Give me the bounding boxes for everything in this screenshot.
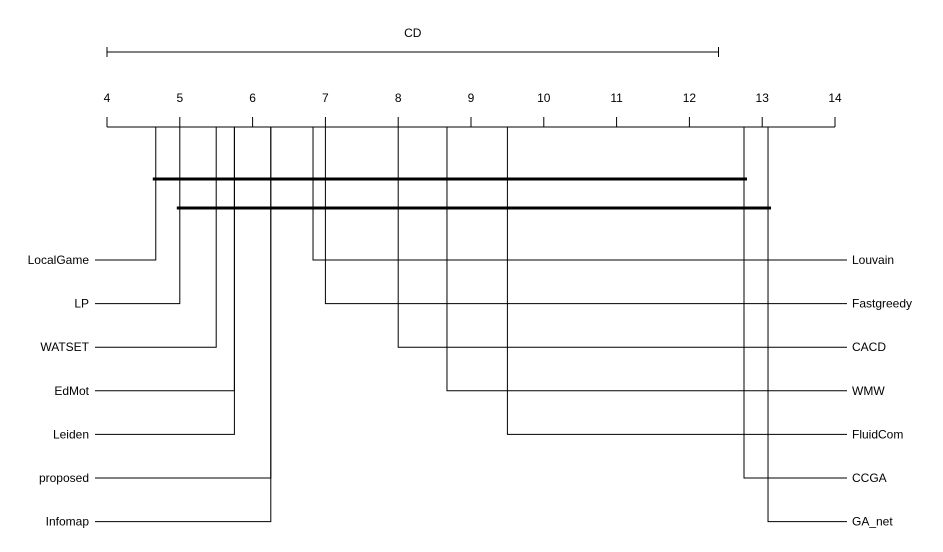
method-label: FluidCom (852, 427, 903, 441)
method-label: Fastgreedy (852, 297, 912, 311)
method-label: GA_net (852, 515, 893, 529)
axis-tick-label: 10 (537, 91, 551, 105)
method-label: LocalGame (28, 253, 90, 267)
axis-tick-label: 14 (828, 91, 842, 105)
method-label: Leiden (53, 427, 89, 441)
method-label: WMW (852, 384, 885, 398)
axis-ticks: 4 5 6 7 8 9 10 11 12 13 14 (104, 91, 842, 127)
axis-tick-label: 4 (104, 91, 111, 105)
clique-bars (152, 177, 772, 210)
axis-tick-label: 5 (176, 91, 183, 105)
method-label: LP (74, 297, 89, 311)
left-method-connector (95, 127, 235, 392)
right-method-connector (312, 127, 847, 261)
method-label: CACD (852, 340, 886, 354)
right-method-connector (743, 127, 847, 479)
right-method-connector (324, 127, 847, 305)
left-method-connector (95, 127, 217, 348)
left-method-connector (95, 127, 181, 305)
left-method-connector (95, 127, 157, 261)
method-connectors (95, 127, 847, 523)
method-label: proposed (39, 471, 89, 485)
method-label: EdMot (54, 384, 89, 398)
axis-tick-label: 6 (249, 91, 256, 105)
axis-tick-label: 13 (756, 91, 770, 105)
cd-bar-group: CD (106, 26, 720, 57)
method-label: WATSET (40, 340, 89, 354)
right-method-connector (397, 127, 847, 348)
right-method-connector (506, 127, 847, 435)
cd-label: CD (404, 26, 422, 40)
left-method-connector (95, 127, 235, 435)
left-method-connector (95, 127, 272, 523)
axis-tick-label: 11 (610, 91, 623, 105)
right-method-connector (767, 127, 847, 523)
axis-tick-label: 9 (468, 91, 475, 105)
axis-tick-label: 7 (322, 91, 329, 105)
axis-tick-label: 12 (683, 91, 697, 105)
method-label: Infomap (46, 515, 90, 529)
method-label: Louvain (852, 253, 894, 267)
axis-tick-label: 8 (395, 91, 402, 105)
right-method-connector (446, 127, 847, 392)
method-label: CCGA (852, 471, 887, 485)
